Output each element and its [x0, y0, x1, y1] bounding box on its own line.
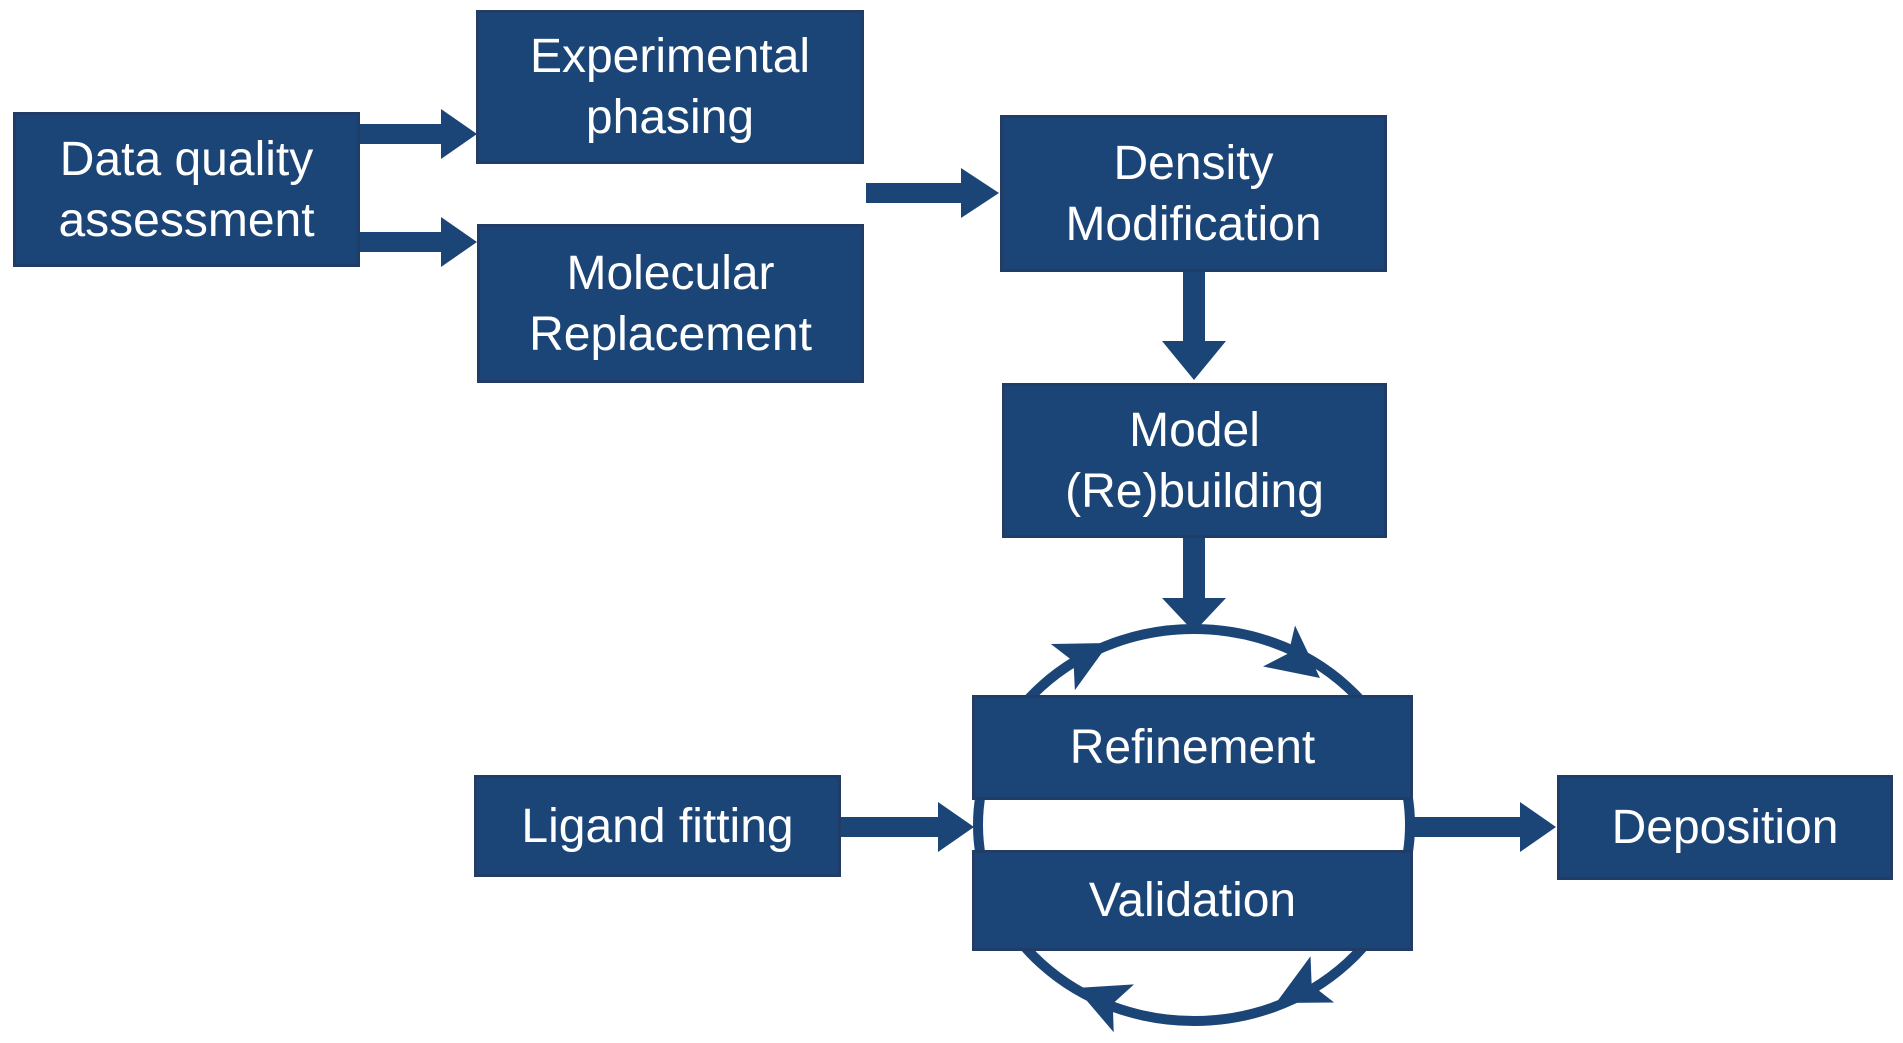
cycle-arrowhead-se [1276, 956, 1335, 1003]
arrow-density-modification-to-model-rebuilding [1162, 272, 1226, 380]
node-model-rebuilding: Model (Re)building [1002, 383, 1387, 538]
node-ligand-fitting: Ligand fitting [474, 775, 841, 877]
node-validation: Validation [972, 850, 1413, 951]
node-density-modification: Density Modification [1000, 115, 1387, 272]
node-label-line: Model [1129, 403, 1260, 457]
node-label-line: Experimental [529, 30, 811, 83]
node-molecular-replacement: Molecular Replacement [477, 224, 864, 383]
node-label-line: Replacement [529, 307, 812, 361]
node-label-line: phasing [585, 91, 755, 144]
node-label-line: (Re)building [1065, 464, 1324, 518]
cycle-arrowhead-sw [1076, 984, 1135, 1033]
arrow-data-quality-to-molecular-replacement [360, 217, 477, 267]
node-label-line: Modification [1065, 197, 1322, 251]
node-label-line: Molecular [566, 246, 775, 300]
arrow-phasing-to-density-modification [866, 168, 999, 218]
arrow-ligand-fitting-to-cycle [841, 802, 974, 852]
node-deposition: Deposition [1557, 775, 1893, 880]
node-refinement: Refinement [972, 695, 1413, 800]
node-label-line: Validation [1088, 874, 1297, 927]
node-label-line: Ligand fitting [521, 799, 794, 853]
node-label-line: Refinement [1069, 721, 1316, 774]
arrow-data-quality-to-experimental-phasing [360, 109, 477, 159]
cycle-arrowhead-nw [1050, 643, 1109, 691]
node-data-quality-assessment: Data quality assessment [13, 112, 360, 267]
node-label-line: Data quality [59, 132, 314, 186]
node-label-line: Density [1113, 136, 1274, 190]
node-experimental-phasing: Experimental phasing [476, 10, 864, 164]
cycle-arrowhead-ne [1263, 625, 1320, 678]
arrow-cycle-to-deposition [1413, 802, 1556, 852]
cycle-ellipse [973, 624, 1415, 1026]
arrow-model-rebuilding-to-cycle [1162, 538, 1226, 632]
node-label-line: assessment [58, 193, 315, 247]
node-label-line: Deposition [1611, 801, 1839, 854]
